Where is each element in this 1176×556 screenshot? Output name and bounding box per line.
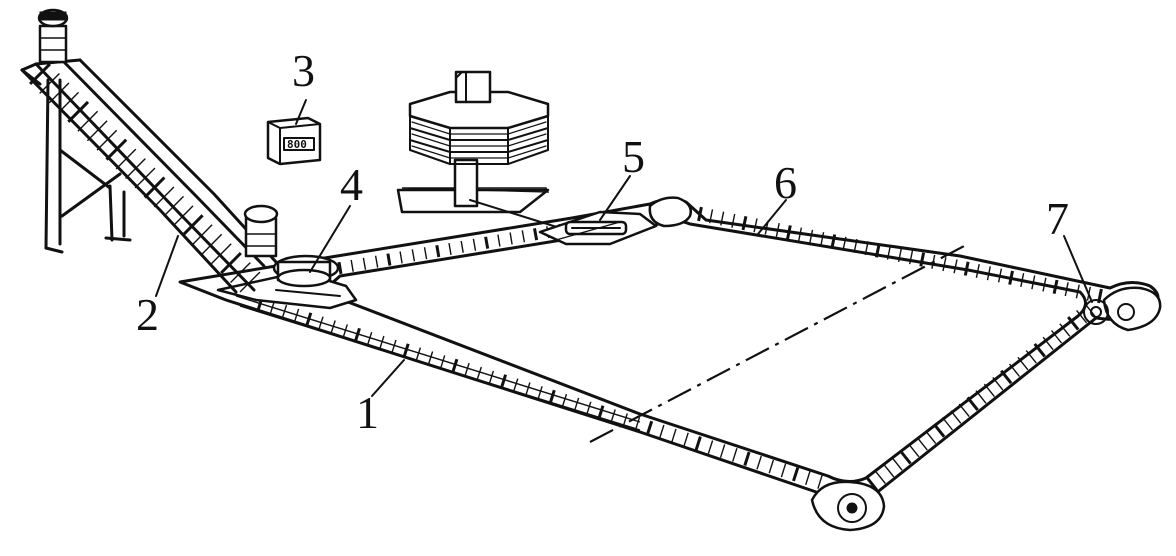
center-lines <box>589 243 969 443</box>
control-box-3: 800 <box>266 116 322 166</box>
right-belt-chain <box>865 303 1096 492</box>
label-4: 4 <box>340 159 363 210</box>
part-labels: 2 3 4 5 6 7 1 <box>136 45 1069 438</box>
label-3: 3 <box>292 45 315 96</box>
stacked-stand <box>396 70 561 229</box>
label-5: 5 <box>622 131 645 182</box>
control-box-display: 800 <box>287 138 307 151</box>
drive-unit-5 <box>538 210 658 246</box>
corner-pulley-right <box>1083 286 1162 332</box>
label-6: 6 <box>774 157 797 208</box>
corner-pulley-front <box>810 480 886 532</box>
label-2: 2 <box>136 289 159 340</box>
leader-lines <box>155 99 1093 397</box>
label-1: 1 <box>356 387 379 438</box>
loading-unit-4 <box>216 254 358 310</box>
inclined-conveyor-2 <box>20 8 279 294</box>
inclined-rungs <box>29 63 261 293</box>
conveyor-track <box>178 196 1162 532</box>
label-7: 7 <box>1046 193 1069 244</box>
front-belt-chain <box>256 296 823 489</box>
back-belt-chain <box>697 206 1103 304</box>
corner-pulley-back <box>648 196 692 228</box>
